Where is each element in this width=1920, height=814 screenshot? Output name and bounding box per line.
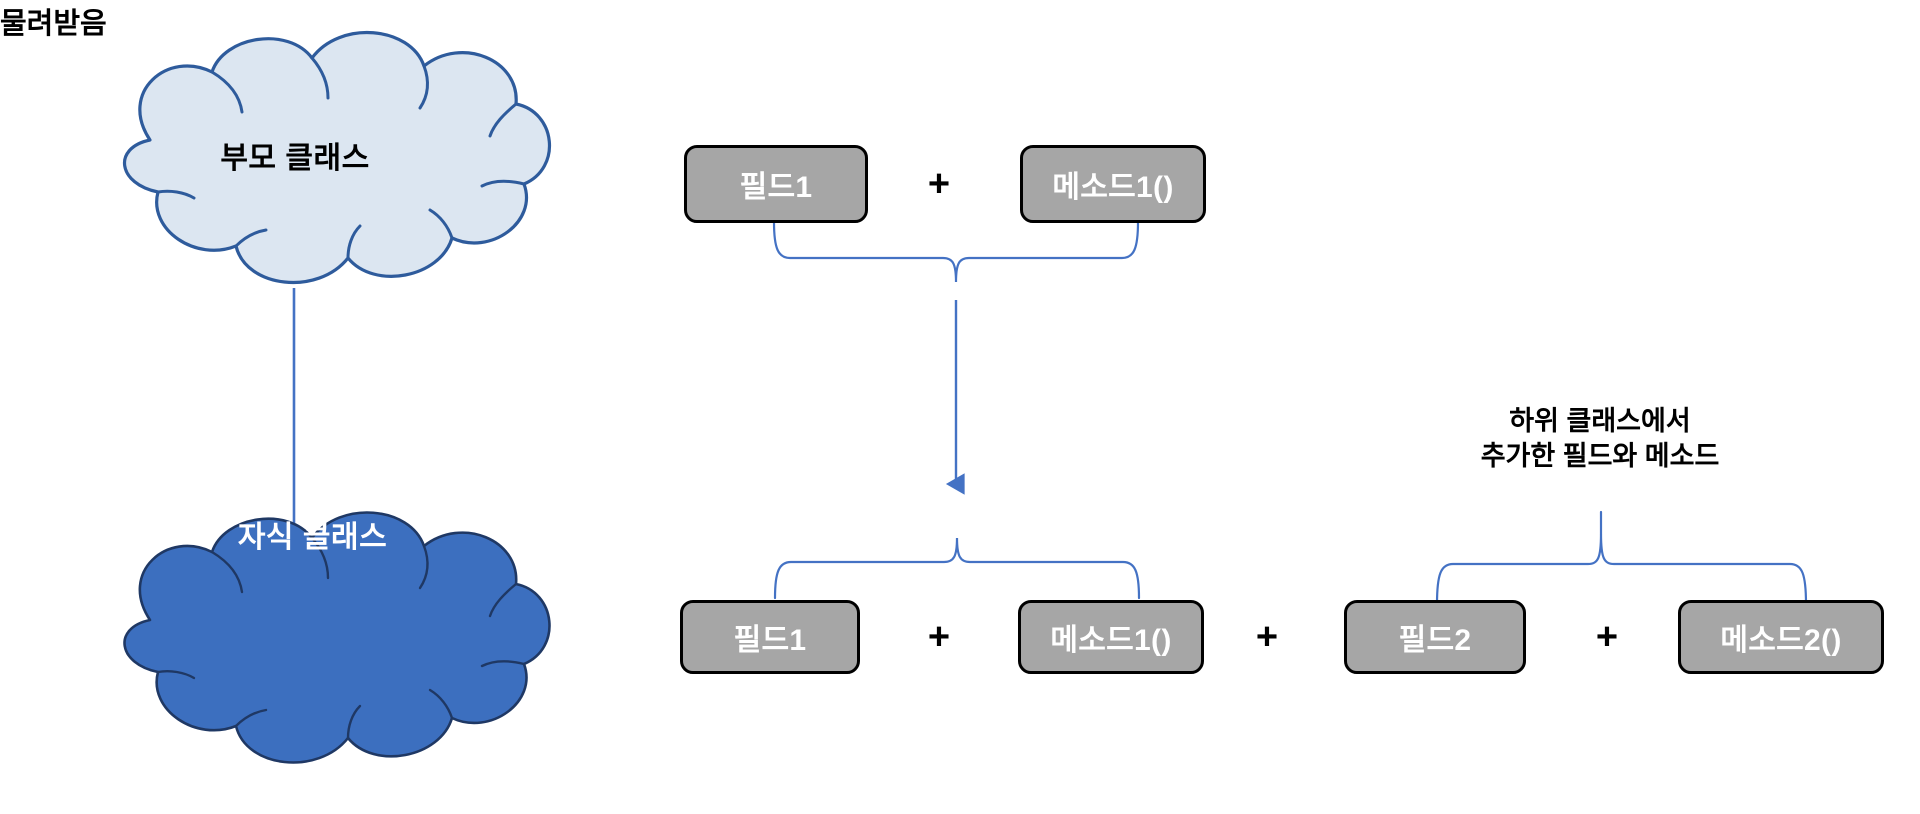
child-inherited-method-box[interactable]: 메소드1() <box>1018 600 1204 674</box>
child-added-plus: + <box>1595 616 1619 658</box>
child-inherited-plus: + <box>927 616 951 658</box>
parent-cloud-label: 부모 클래스 <box>220 142 370 175</box>
child-inherited-field-box[interactable]: 필드1 <box>680 600 860 674</box>
parent-members-plus: + <box>927 163 951 205</box>
child-added-method-box[interactable]: 메소드2() <box>1678 600 1884 674</box>
parent-method-box[interactable]: 메소드1() <box>1020 145 1206 223</box>
parent-field-box[interactable]: 필드1 <box>684 145 868 223</box>
added-members-brace <box>1435 510 1808 606</box>
inherited-members-brace <box>773 537 1141 600</box>
inherit-label: 물려받음 <box>0 8 107 40</box>
child-cloud-label: 자식 클래스 <box>237 521 388 554</box>
added-members-note-line2: 추가한 필드와 메소드 <box>1480 440 1720 471</box>
added-members-note-line1: 하위 클래스에서 <box>1509 406 1691 436</box>
child-added-field-box[interactable]: 필드2 <box>1344 600 1526 674</box>
parent-members-brace <box>772 220 1140 283</box>
added-members-note: 하위 클래스에서 추가한 필드와 메소드 <box>1380 404 1820 473</box>
child-members-join-plus: + <box>1255 616 1279 658</box>
